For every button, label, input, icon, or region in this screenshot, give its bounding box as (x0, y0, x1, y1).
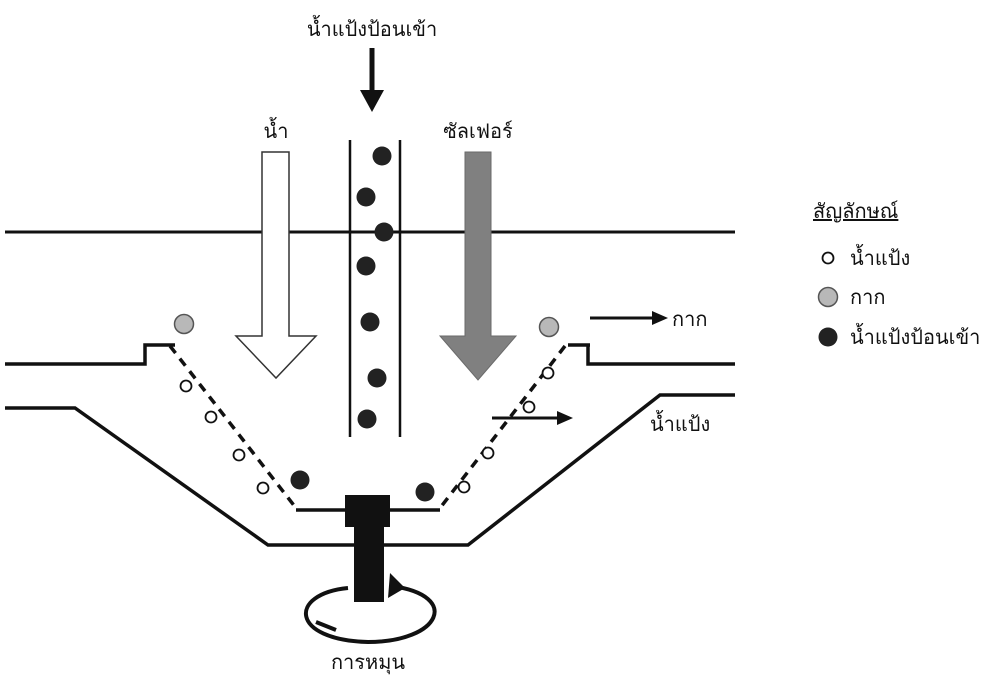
legend: สัญลักษณ์ น้ำแป้ง กาก น้ำแป้งป้อนเข้า (813, 199, 980, 349)
rotation-arrow-head (388, 573, 405, 598)
feed-particle (367, 368, 387, 388)
legend-residue-symbol (817, 286, 839, 308)
residue-output-label: กาก (672, 307, 707, 331)
legend-item-label: น้ำแป้ง (850, 244, 910, 270)
residue-particle (538, 316, 560, 338)
starch-particle (232, 448, 246, 462)
left-rim (5, 343, 175, 366)
drive-shaft (354, 527, 384, 602)
feed-particle (356, 187, 376, 207)
water-arrow (234, 151, 318, 380)
starch-particle (481, 446, 495, 460)
water-label: น้ำ (264, 117, 289, 143)
feed-particle (372, 146, 392, 166)
right-rim (568, 343, 735, 366)
rotation-arrow-tail (315, 620, 337, 632)
feed-input-label: น้ำแป้งป้อนเข้า (307, 15, 437, 41)
legend-item-label: กาก (850, 285, 885, 309)
feed-particle (374, 222, 394, 242)
residue-particle (173, 313, 195, 335)
left-sieve-dashed (168, 344, 298, 510)
legend-starch-symbol (821, 251, 835, 265)
feed-particle (415, 482, 435, 502)
starch-particle (541, 366, 555, 380)
legend-title: สัญลักษณ์ (813, 199, 898, 223)
feed-particle (356, 256, 376, 276)
feed-particle (357, 409, 377, 429)
feed-input-arrow-head (360, 90, 384, 112)
starch-particle (256, 481, 270, 495)
feed-particle (360, 312, 380, 332)
hub-block (345, 495, 390, 527)
starch-particle (179, 379, 193, 393)
sulfur-arrow (438, 151, 518, 381)
sulfur-label: ซัลเฟอร์ (443, 119, 513, 143)
starch-particle (457, 480, 471, 494)
starch-output-arrow-head (557, 411, 573, 425)
starch-particle (204, 410, 218, 424)
legend-item-label: น้ำแป้งป้อนเข้า (850, 323, 980, 349)
residue-output-arrow-head (652, 311, 668, 325)
rotation-label: การหมุน (331, 650, 405, 675)
rotation-arrow (304, 584, 437, 645)
feed-particle (290, 470, 310, 490)
starch-output-label: น้ำแป้ง (650, 410, 710, 436)
legend-feed-symbol (818, 327, 838, 347)
starch-particle (522, 400, 536, 414)
